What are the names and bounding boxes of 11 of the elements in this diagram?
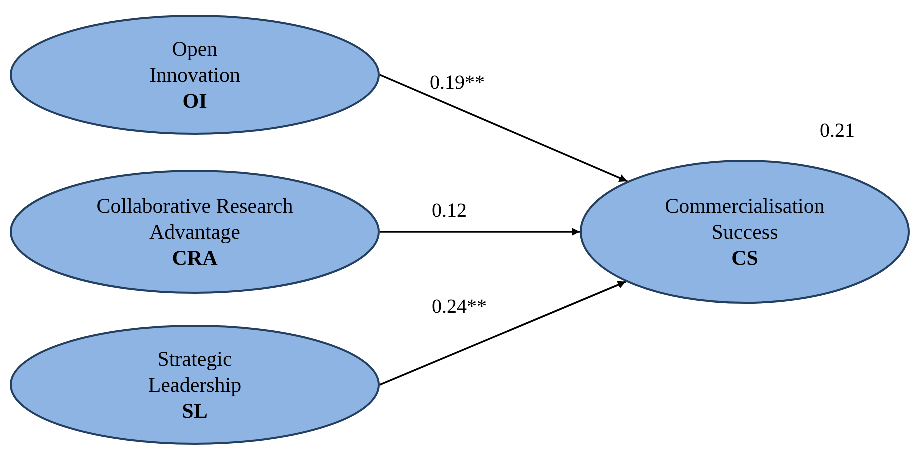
construct-abbreviation: CS xyxy=(732,245,758,271)
construct-name: Commercialisation Success xyxy=(664,193,826,245)
path-arrow xyxy=(380,228,580,236)
construct-abbreviation: OI xyxy=(182,88,208,114)
construct-name: Open Innovation xyxy=(148,36,242,88)
construct-name: Collaborative Research Advantage xyxy=(96,193,294,245)
construct-name: Strategic Leadership xyxy=(147,346,243,398)
construct-abbreviation: CRA xyxy=(172,245,218,271)
path-arrow xyxy=(380,281,626,386)
path-arrow xyxy=(380,74,628,182)
construct-abbreviation: SL xyxy=(182,398,208,424)
